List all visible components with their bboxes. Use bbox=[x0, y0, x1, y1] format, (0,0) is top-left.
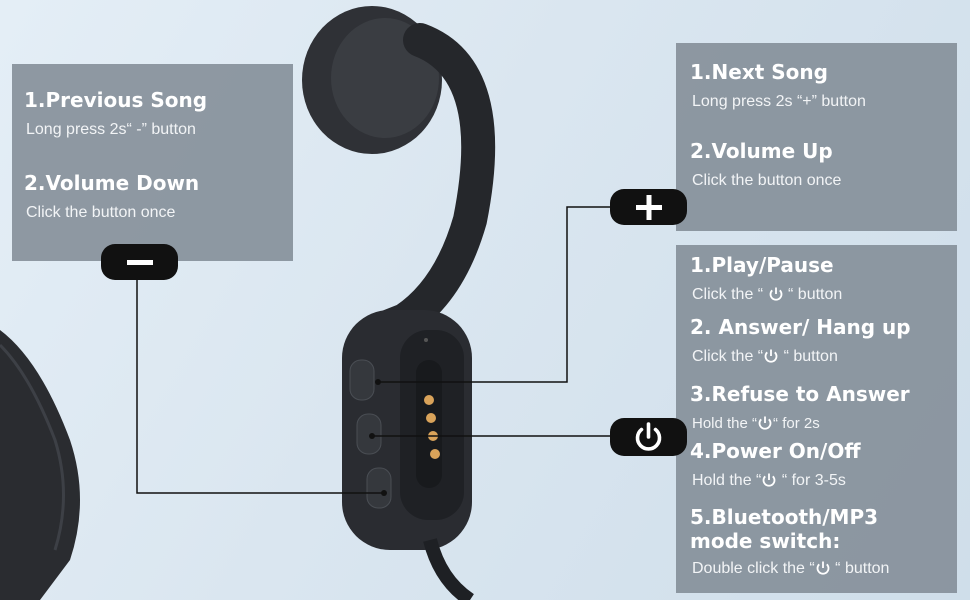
previous-song-title: 1.Previous Song bbox=[24, 88, 208, 112]
previous-song-desc: Long press 2s“ -” button bbox=[26, 121, 196, 138]
power-icon bbox=[763, 473, 776, 487]
play-pause-title: 1.Play/Pause bbox=[690, 253, 834, 277]
volume-up-panel: 1.Next Song Long press 2s “+” button 2.V… bbox=[676, 43, 957, 231]
bt-mp3-title-line2: mode switch: bbox=[690, 529, 841, 553]
bt-mp3-title-line1: 5.Bluetooth/MP3 bbox=[690, 505, 879, 529]
power-on-off-desc: Hold the “ “ for 3-5s bbox=[692, 472, 846, 489]
next-song-title: 1.Next Song bbox=[690, 60, 828, 84]
volume-down-title: 2.Volume Down bbox=[24, 171, 200, 195]
answer-hangup-desc: Click the “ “ button bbox=[692, 348, 838, 365]
power-button-badge bbox=[610, 418, 687, 456]
power-icon bbox=[816, 561, 830, 575]
power-icon bbox=[635, 422, 662, 451]
power-icon bbox=[758, 416, 772, 430]
power-icon bbox=[769, 287, 782, 301]
bt-mp3-desc: Double click the “ “ button bbox=[692, 560, 890, 577]
plus-button-badge bbox=[610, 189, 687, 225]
plus-icon bbox=[636, 195, 662, 220]
answer-hangup-title: 2. Answer/ Hang up bbox=[690, 315, 911, 339]
minus-icon bbox=[127, 260, 153, 265]
power-button-panel: 1.Play/Pause Click the “ “ button 2. Ans… bbox=[676, 245, 957, 593]
volume-up-title: 2.Volume Up bbox=[690, 139, 833, 163]
refuse-answer-title: 3.Refuse to Answer bbox=[690, 382, 910, 406]
play-pause-desc: Click the “ “ button bbox=[692, 286, 843, 303]
power-on-off-title: 4.Power On/Off bbox=[690, 439, 861, 463]
minus-button-badge bbox=[101, 244, 178, 280]
volume-down-desc: Click the button once bbox=[26, 204, 176, 221]
next-song-desc: Long press 2s “+” button bbox=[692, 93, 866, 110]
volume-up-desc: Click the button once bbox=[692, 172, 842, 189]
power-icon bbox=[764, 349, 778, 363]
volume-down-panel: 1.Previous Song Long press 2s“ -” button… bbox=[12, 64, 293, 261]
refuse-answer-desc: Hold the ““ for 2s bbox=[692, 415, 820, 432]
